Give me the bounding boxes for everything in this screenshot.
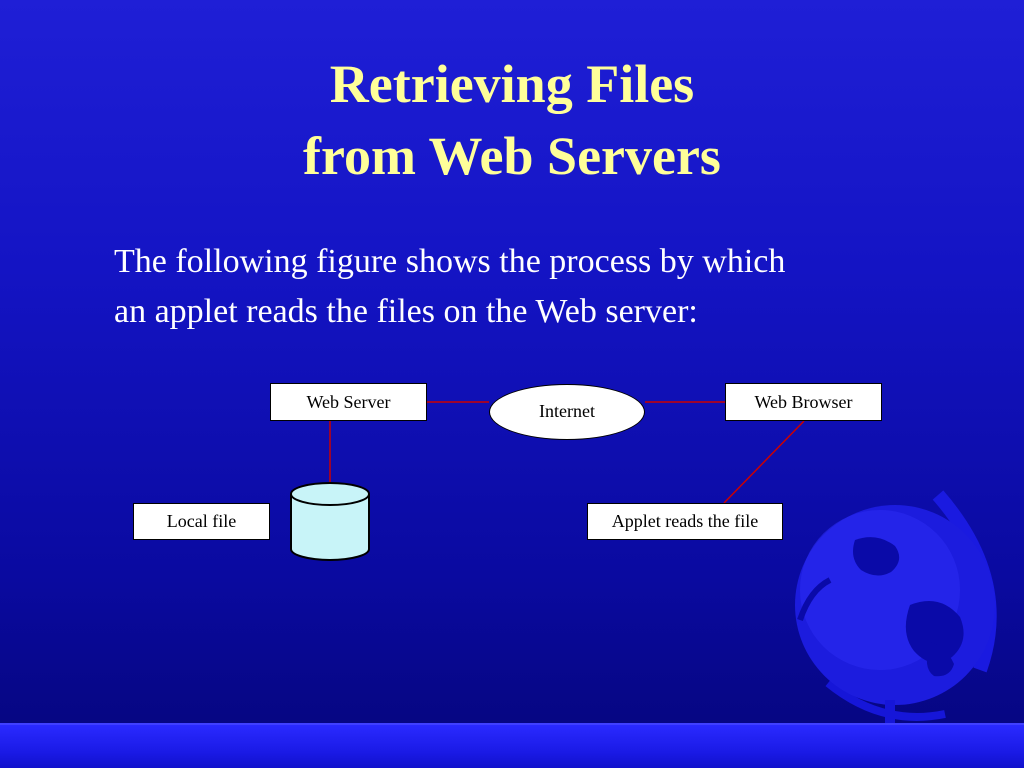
internet-label: Internet: [539, 401, 595, 421]
footer-bar: [0, 723, 1024, 768]
internet-ellipse: Internet: [489, 384, 645, 440]
web-server-label: Web Server: [306, 392, 391, 412]
web-browser-box: Web Browser: [725, 383, 882, 421]
body-text-line-1: The following figure shows the process b…: [114, 243, 786, 280]
body-text-line-2: an applet reads the files on the Web ser…: [114, 293, 698, 330]
web-browser-label: Web Browser: [754, 392, 853, 412]
slide-title-line-2: from Web Servers: [303, 126, 721, 186]
applet-reads-label: Applet reads the file: [611, 511, 759, 531]
connector-browser-applet: [723, 420, 805, 504]
globe-icon: [795, 490, 997, 743]
database-icon: [290, 482, 370, 561]
local-file-label: Local file: [166, 511, 237, 531]
local-file-box: Local file: [133, 503, 270, 540]
web-server-box: Web Server: [270, 383, 427, 421]
slide-title-line-1: Retrieving Files: [329, 54, 695, 114]
applet-reads-box: Applet reads the file: [587, 503, 783, 540]
